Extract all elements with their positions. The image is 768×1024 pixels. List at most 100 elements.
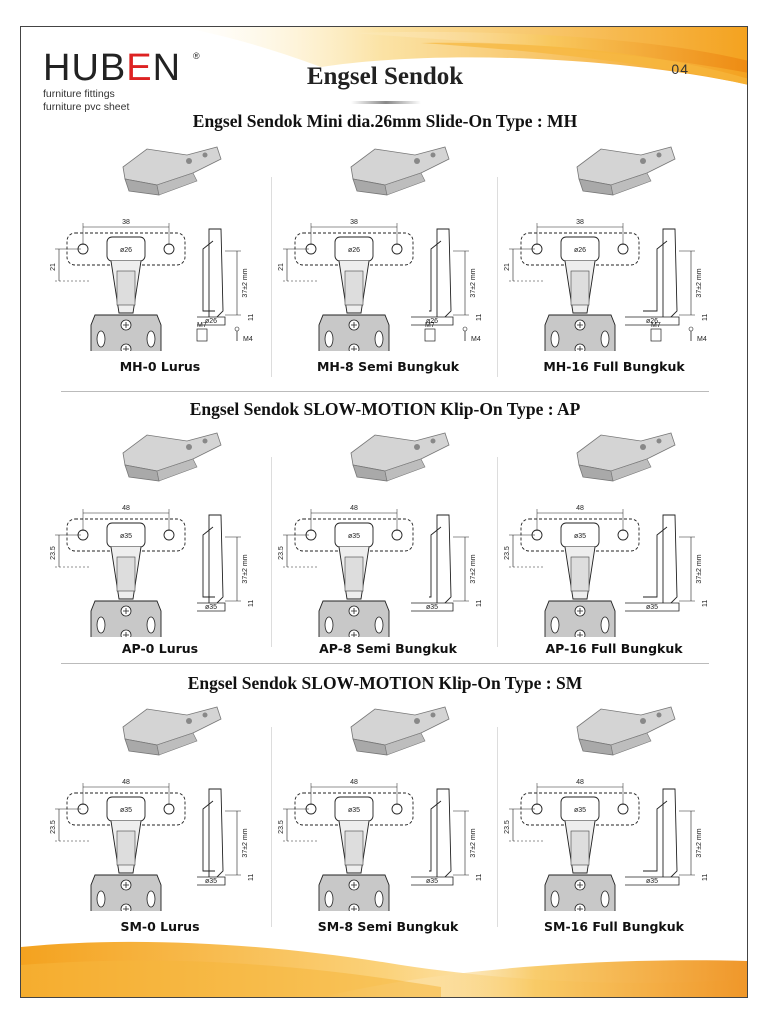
hinge-photo — [576, 432, 676, 482]
side-dimension: 37±2 mm — [470, 828, 477, 857]
height-dimension: 23.5 — [278, 546, 285, 560]
height-dimension: 21 — [50, 263, 57, 271]
column-divider — [497, 457, 498, 647]
hinge-caption: SM-16 Full Bungkuk — [544, 919, 684, 934]
front-view: ø26382132 — [504, 219, 640, 351]
cup-diameter-label: ø26 — [120, 247, 132, 254]
side-cup-label: ø35 — [646, 604, 658, 611]
dim-11-label: 11 — [476, 314, 483, 321]
height-dimension: 23.5 — [504, 546, 511, 560]
hinge-photo — [350, 432, 450, 482]
hinge-caption: AP-8 Semi Bungkuk — [319, 641, 457, 656]
width-dimension: 48 — [122, 779, 130, 786]
cup-diameter-label: ø35 — [348, 807, 360, 814]
m7-label: M7 — [197, 322, 207, 329]
hinge-photo — [576, 146, 676, 196]
width-dimension: 38 — [350, 219, 358, 226]
dim-11-label: 11 — [702, 874, 709, 881]
catalog-page: HUBEN ® furniture fittings furniture pvc… — [20, 26, 748, 998]
tagline-2: furniture pvc sheet — [43, 101, 130, 113]
m7-label: M7 — [651, 322, 661, 329]
hinge-caption: MH-8 Semi Bungkuk — [316, 359, 460, 374]
side-dimension: 37±2 mm — [242, 554, 249, 583]
cup-diameter-label: ø35 — [120, 533, 132, 540]
dim-11-label: 11 — [248, 600, 255, 607]
logo-wordmark: HUBEN — [43, 47, 182, 89]
page-title: Engsel Sendok — [306, 63, 464, 90]
front-view: ø26382132 — [50, 219, 186, 351]
m4-label: M4 — [243, 336, 253, 343]
height-dimension: 21 — [278, 263, 285, 271]
side-view: ø35 37±2 mm 11 — [197, 514, 255, 612]
section-title-mh: Engsel Sendok Mini dia.26mm Slide-On Typ… — [192, 111, 578, 131]
side-dimension: 37±2 mm — [696, 554, 703, 583]
column-divider — [271, 727, 272, 927]
section-title-ap: Engsel Sendok SLOW-MOTION Klip-On Type :… — [189, 399, 581, 419]
dim-11-label: 11 — [702, 314, 709, 321]
hinge-photo — [350, 146, 450, 196]
hinge-photo — [122, 706, 222, 756]
width-dimension: 48 — [576, 505, 584, 512]
width-dimension: 48 — [122, 505, 130, 512]
side-dimension: 37±2 mm — [242, 828, 249, 857]
hinge-photo — [122, 146, 222, 196]
section-divider — [61, 391, 709, 392]
hinge-caption: AP-0 Lurus — [121, 641, 199, 656]
side-cup-label: ø26 — [426, 318, 438, 325]
side-dimension: 37±2 mm — [470, 268, 477, 297]
side-cup-label: ø35 — [205, 604, 217, 611]
side-dimension: 37±2 mm — [696, 828, 703, 857]
cup-diameter-label: ø35 — [574, 807, 586, 814]
column-divider — [497, 727, 498, 927]
cup-diameter-label: ø26 — [348, 247, 360, 254]
dim-11-label: 11 — [702, 600, 709, 607]
title-underline — [351, 101, 421, 104]
side-dimension: 37±2 mm — [470, 554, 477, 583]
hinge-caption: SM-0 Lurus — [120, 919, 200, 934]
height-dimension: 23.5 — [50, 546, 57, 560]
tagline-1: furniture fittings — [43, 88, 115, 100]
height-dimension: 23.5 — [278, 820, 285, 834]
hinge-photo — [576, 706, 676, 756]
side-dimension: 37±2 mm — [696, 268, 703, 297]
column-divider — [497, 177, 498, 377]
cup-diameter-label: ø26 — [574, 247, 586, 254]
section-divider — [61, 663, 709, 664]
height-dimension: 23.5 — [50, 820, 57, 834]
section-title-sm: Engsel Sendok SLOW-MOTION Klip-On Type :… — [187, 673, 583, 693]
hinge-photo — [350, 706, 450, 756]
side-view: ø35 37±2 mm 11 — [625, 514, 709, 612]
side-dimension: 37±2 mm — [242, 268, 249, 297]
